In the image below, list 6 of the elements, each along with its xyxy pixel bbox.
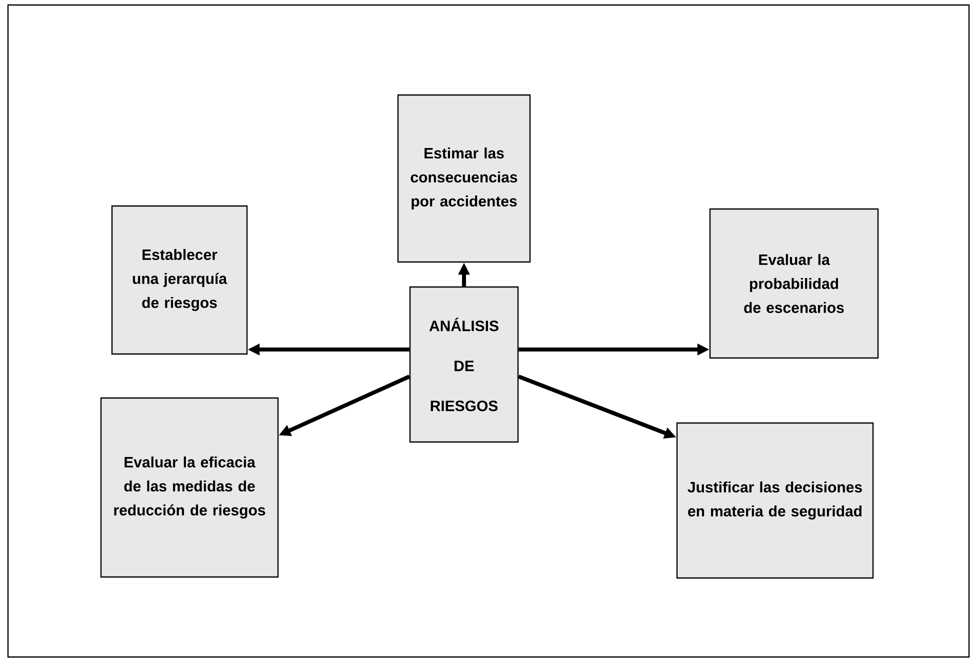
process-box: Evaluar la probabilidad de escenarios: [709, 208, 879, 359]
process-box: Estimar las consecuencias por accidentes: [397, 94, 531, 263]
process-box: Establecer una jerarquía de riesgos: [111, 205, 248, 355]
process-box: Justificar las decisiones en materia de seguridad: [676, 422, 874, 579]
process-box: Evaluar la eficacia de las medidas de reducción de riesgos: [100, 397, 279, 578]
process-box: ANÁLISIS DE RIESGOS: [409, 286, 519, 443]
